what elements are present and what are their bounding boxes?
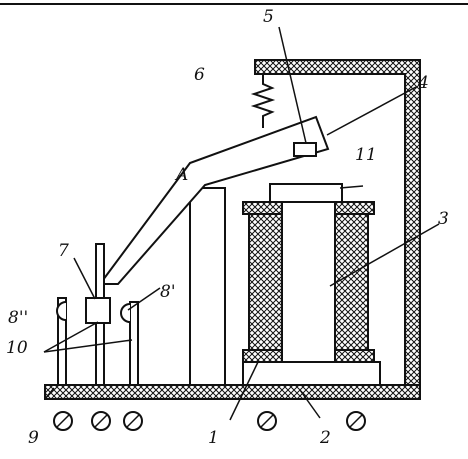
label-9: 9 [28,428,39,448]
label-A: A [174,165,188,185]
armature-stop [293,142,317,157]
screw [346,411,366,431]
leader-lines [43,26,440,421]
fixed-contact-left [56,301,67,321]
armature-support [189,187,226,386]
core [281,201,336,363]
core-cap [269,183,343,203]
label-4: 4 [417,73,429,93]
screw [91,411,111,431]
yoke [254,59,421,386]
label-7: 7 [58,241,69,261]
moving-contact [85,297,111,324]
screws [53,411,366,431]
label-2: 2 [319,428,331,448]
screw [53,411,73,431]
label-11: 11 [355,145,377,165]
label-1: 1 [208,428,219,448]
armature [98,115,330,285]
base-plate [44,384,421,400]
label-3: 3 [438,209,449,229]
label-8-prime: 8' [160,282,176,302]
label-6: 6 [194,65,205,85]
screw [123,411,143,431]
label-5: 5 [263,7,274,27]
fixed-contact-right [120,303,131,323]
label-10: 10 [6,338,28,358]
spring [250,74,276,128]
core-base [242,361,381,386]
screw [257,411,277,431]
label-8-double-prime: 8'' [8,308,28,328]
